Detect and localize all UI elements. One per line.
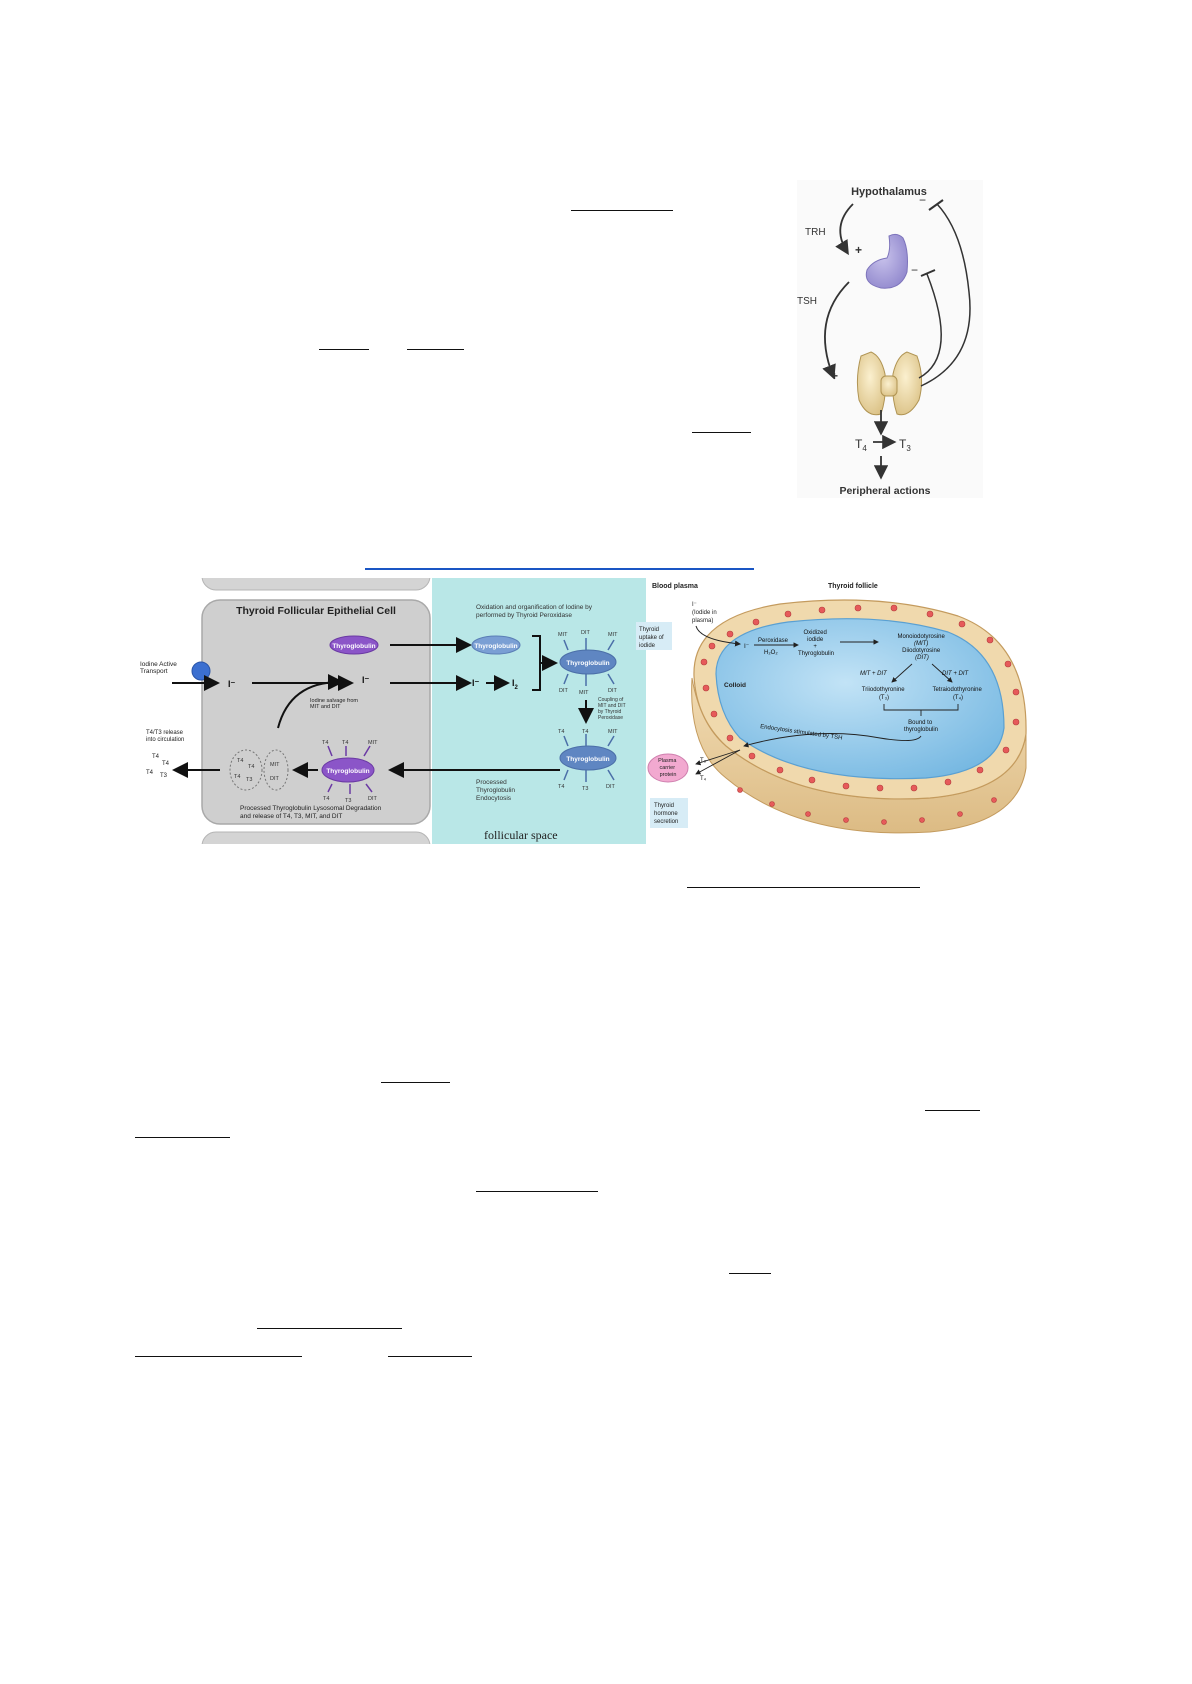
text-underline-3 bbox=[407, 349, 464, 350]
hpt-axis-figure: Hypothalamus TRH + TSH + − − T4 T3 Perip… bbox=[797, 180, 983, 498]
svg-text:Thyroglobulin: Thyroglobulin bbox=[566, 756, 609, 763]
oxidized-iodide-label: Oxidized iodide + Thyroglobulin bbox=[798, 630, 834, 657]
cell-caption: Processed Thyroglobulin Lysosomal Degrad… bbox=[240, 805, 383, 820]
svg-text:MIT DIT: MIT DIT bbox=[270, 762, 281, 782]
h2o2-label: H₂O₂ bbox=[764, 650, 778, 656]
svg-text:Thyroid uptake of: Thyroid uptake of iodide bbox=[639, 627, 665, 649]
tsh-label: TSH bbox=[797, 296, 817, 307]
text-underline-1 bbox=[571, 210, 673, 211]
iodine-salvage-label: Iodine salvage from MIT and DIT bbox=[310, 698, 360, 710]
svg-text:T4 T4 MIT: T4 T4 MIT T4 T3 DIT bbox=[558, 729, 619, 792]
uptake-box: Thyroid uptake of iodide bbox=[636, 622, 672, 650]
svg-text:T4 T4 MIT: T4 T4 MIT T4 T3 DIT bbox=[322, 740, 379, 804]
thyroglobulin-blob-space: Thyroglobulin bbox=[471, 635, 521, 655]
released-hormones: T4 T4 T4 T3 bbox=[146, 754, 171, 779]
figure-link-underline[interactable] bbox=[365, 568, 754, 570]
thyroid-follicle-panel: Blood plasma Thyroid follicle I⁻ (Iodide… bbox=[636, 578, 1040, 844]
thyroglobulin-blob-top: Thyroglobulin bbox=[329, 635, 379, 655]
dit-plus-dit: DIT + DIT bbox=[942, 671, 970, 677]
follicular-space-label: follicular space bbox=[484, 828, 558, 842]
text-underline-13 bbox=[388, 1356, 472, 1357]
peripheral-actions-label: Peripheral actions bbox=[839, 485, 930, 497]
coupling-label: Coupling of MIT and DIT by Thyroid Perox… bbox=[598, 697, 627, 721]
feedback-minus-1: − bbox=[919, 193, 926, 207]
colloid-region bbox=[715, 618, 1005, 780]
thyroid-synthesis-figure: Thyroid Follicular Epithelial Cell Iodin… bbox=[140, 578, 1040, 844]
peroxidase-label: Peroxidase bbox=[758, 638, 789, 644]
release-label: T4/T3 release into circulation bbox=[146, 730, 185, 743]
bound-thyroglobulin-label: Bound to thyroglobulin bbox=[904, 720, 938, 733]
iodine-transporter-icon bbox=[191, 661, 211, 681]
text-underline-10 bbox=[729, 1273, 771, 1274]
thyroid-follicle-label: Thyroid follicle bbox=[828, 583, 878, 590]
iodine-transport-label: Iodine Active Transport bbox=[140, 661, 179, 675]
t4-label: T4 bbox=[855, 437, 867, 453]
cell-iodide-2: I⁻ bbox=[362, 675, 370, 685]
svg-text:MIT DIT MIT: MIT DIT MIT DIT MIT DIT bbox=[558, 630, 619, 696]
t3-label: T3 bbox=[899, 437, 911, 453]
cell-title: Thyroid Follicular Epithelial Cell bbox=[236, 605, 396, 617]
space-iodine: I2 bbox=[512, 678, 519, 691]
oxidation-label: Oxidation and organification of Iodine b… bbox=[476, 604, 594, 619]
mit-dit-label: Monoiodotyrosine (MIT) Diiodotyrosine (D… bbox=[897, 634, 946, 661]
text-underline-12 bbox=[135, 1356, 302, 1357]
svg-text:Thyroglobulin: Thyroglobulin bbox=[332, 643, 375, 650]
text-underline-2 bbox=[319, 349, 369, 350]
text-underline-7 bbox=[925, 1110, 980, 1111]
text-underline-5 bbox=[687, 887, 920, 888]
feedback-minus-2: − bbox=[911, 263, 918, 277]
tsh-plus: + bbox=[831, 369, 838, 383]
plasma-carrier-protein: Plasma carrier protein bbox=[647, 753, 689, 783]
triiodothyronine-label: Triiodothyronine (T₃) bbox=[862, 687, 906, 701]
follicle-iodide: I⁻ bbox=[744, 643, 750, 650]
follicle-t3: T₃ bbox=[700, 758, 707, 764]
cell-iodide-1: I⁻ bbox=[228, 679, 236, 689]
trh-plus: + bbox=[855, 243, 862, 257]
secretion-box: Thyroid hormone secretion bbox=[650, 798, 688, 828]
epithelial-cell-panel: Thyroid Follicular Epithelial Cell Iodin… bbox=[140, 578, 560, 844]
follicle-t4: T₄ bbox=[700, 776, 707, 782]
follicular-space-panel: Oxidation and organification of Iodine b… bbox=[432, 578, 646, 844]
endocytosis-label: Processed Thyroglobulin Endocytosis bbox=[476, 779, 517, 802]
processed-thyroglobulin-cell: Thyroglobulin T4 T4 MIT T4 T3 DIT bbox=[321, 740, 379, 804]
follicle-cell-nuclei bbox=[700, 604, 1020, 825]
svg-text:Thyroid hormone: Thyroid hormone secretion bbox=[654, 803, 679, 825]
svg-text:T4 T4 T4: T4 T4 T4 T3 bbox=[234, 758, 256, 783]
space-iodide: I⁻ bbox=[472, 678, 480, 688]
colloid-label: Colloid bbox=[724, 682, 746, 689]
blood-plasma-label: Blood plasma bbox=[652, 583, 698, 590]
text-underline-11 bbox=[257, 1328, 402, 1329]
text-underline-8 bbox=[135, 1137, 230, 1138]
text-underline-9 bbox=[476, 1191, 598, 1192]
iodinated-thyroglobulin: Thyroglobulin MIT DIT MIT DIT MIT DIT bbox=[558, 630, 619, 696]
text-underline-6 bbox=[381, 1082, 450, 1083]
lysosome-vesicle-1: T4 T4 T4 T3 bbox=[229, 749, 263, 791]
lysosome-vesicle-2: MIT DIT bbox=[263, 749, 289, 791]
trh-label: TRH bbox=[805, 227, 826, 238]
mit-plus-dit: MIT + DIT bbox=[860, 671, 888, 677]
coupled-thyroglobulin: Thyroglobulin T4 T4 MIT T4 T3 DIT bbox=[558, 729, 619, 792]
pituitary-icon bbox=[865, 233, 908, 289]
svg-text:Thyroglobulin: Thyroglobulin bbox=[566, 660, 609, 667]
svg-text:Thyroglobulin: Thyroglobulin bbox=[474, 643, 517, 650]
svg-text:Thyroglobulin: Thyroglobulin bbox=[326, 768, 369, 775]
iodide-plasma-label: I⁻ (Iodide in plasma) bbox=[692, 602, 718, 624]
svg-text:Plasma carrier: Plasma carrier protein bbox=[658, 758, 678, 778]
text-underline-4 bbox=[692, 432, 751, 433]
hypothalamus-label: Hypothalamus bbox=[851, 186, 927, 198]
tetraiodothyronine-label: Tetraiodothyronine (T₄) bbox=[932, 687, 983, 701]
thyroid-gland-icon bbox=[856, 351, 923, 416]
